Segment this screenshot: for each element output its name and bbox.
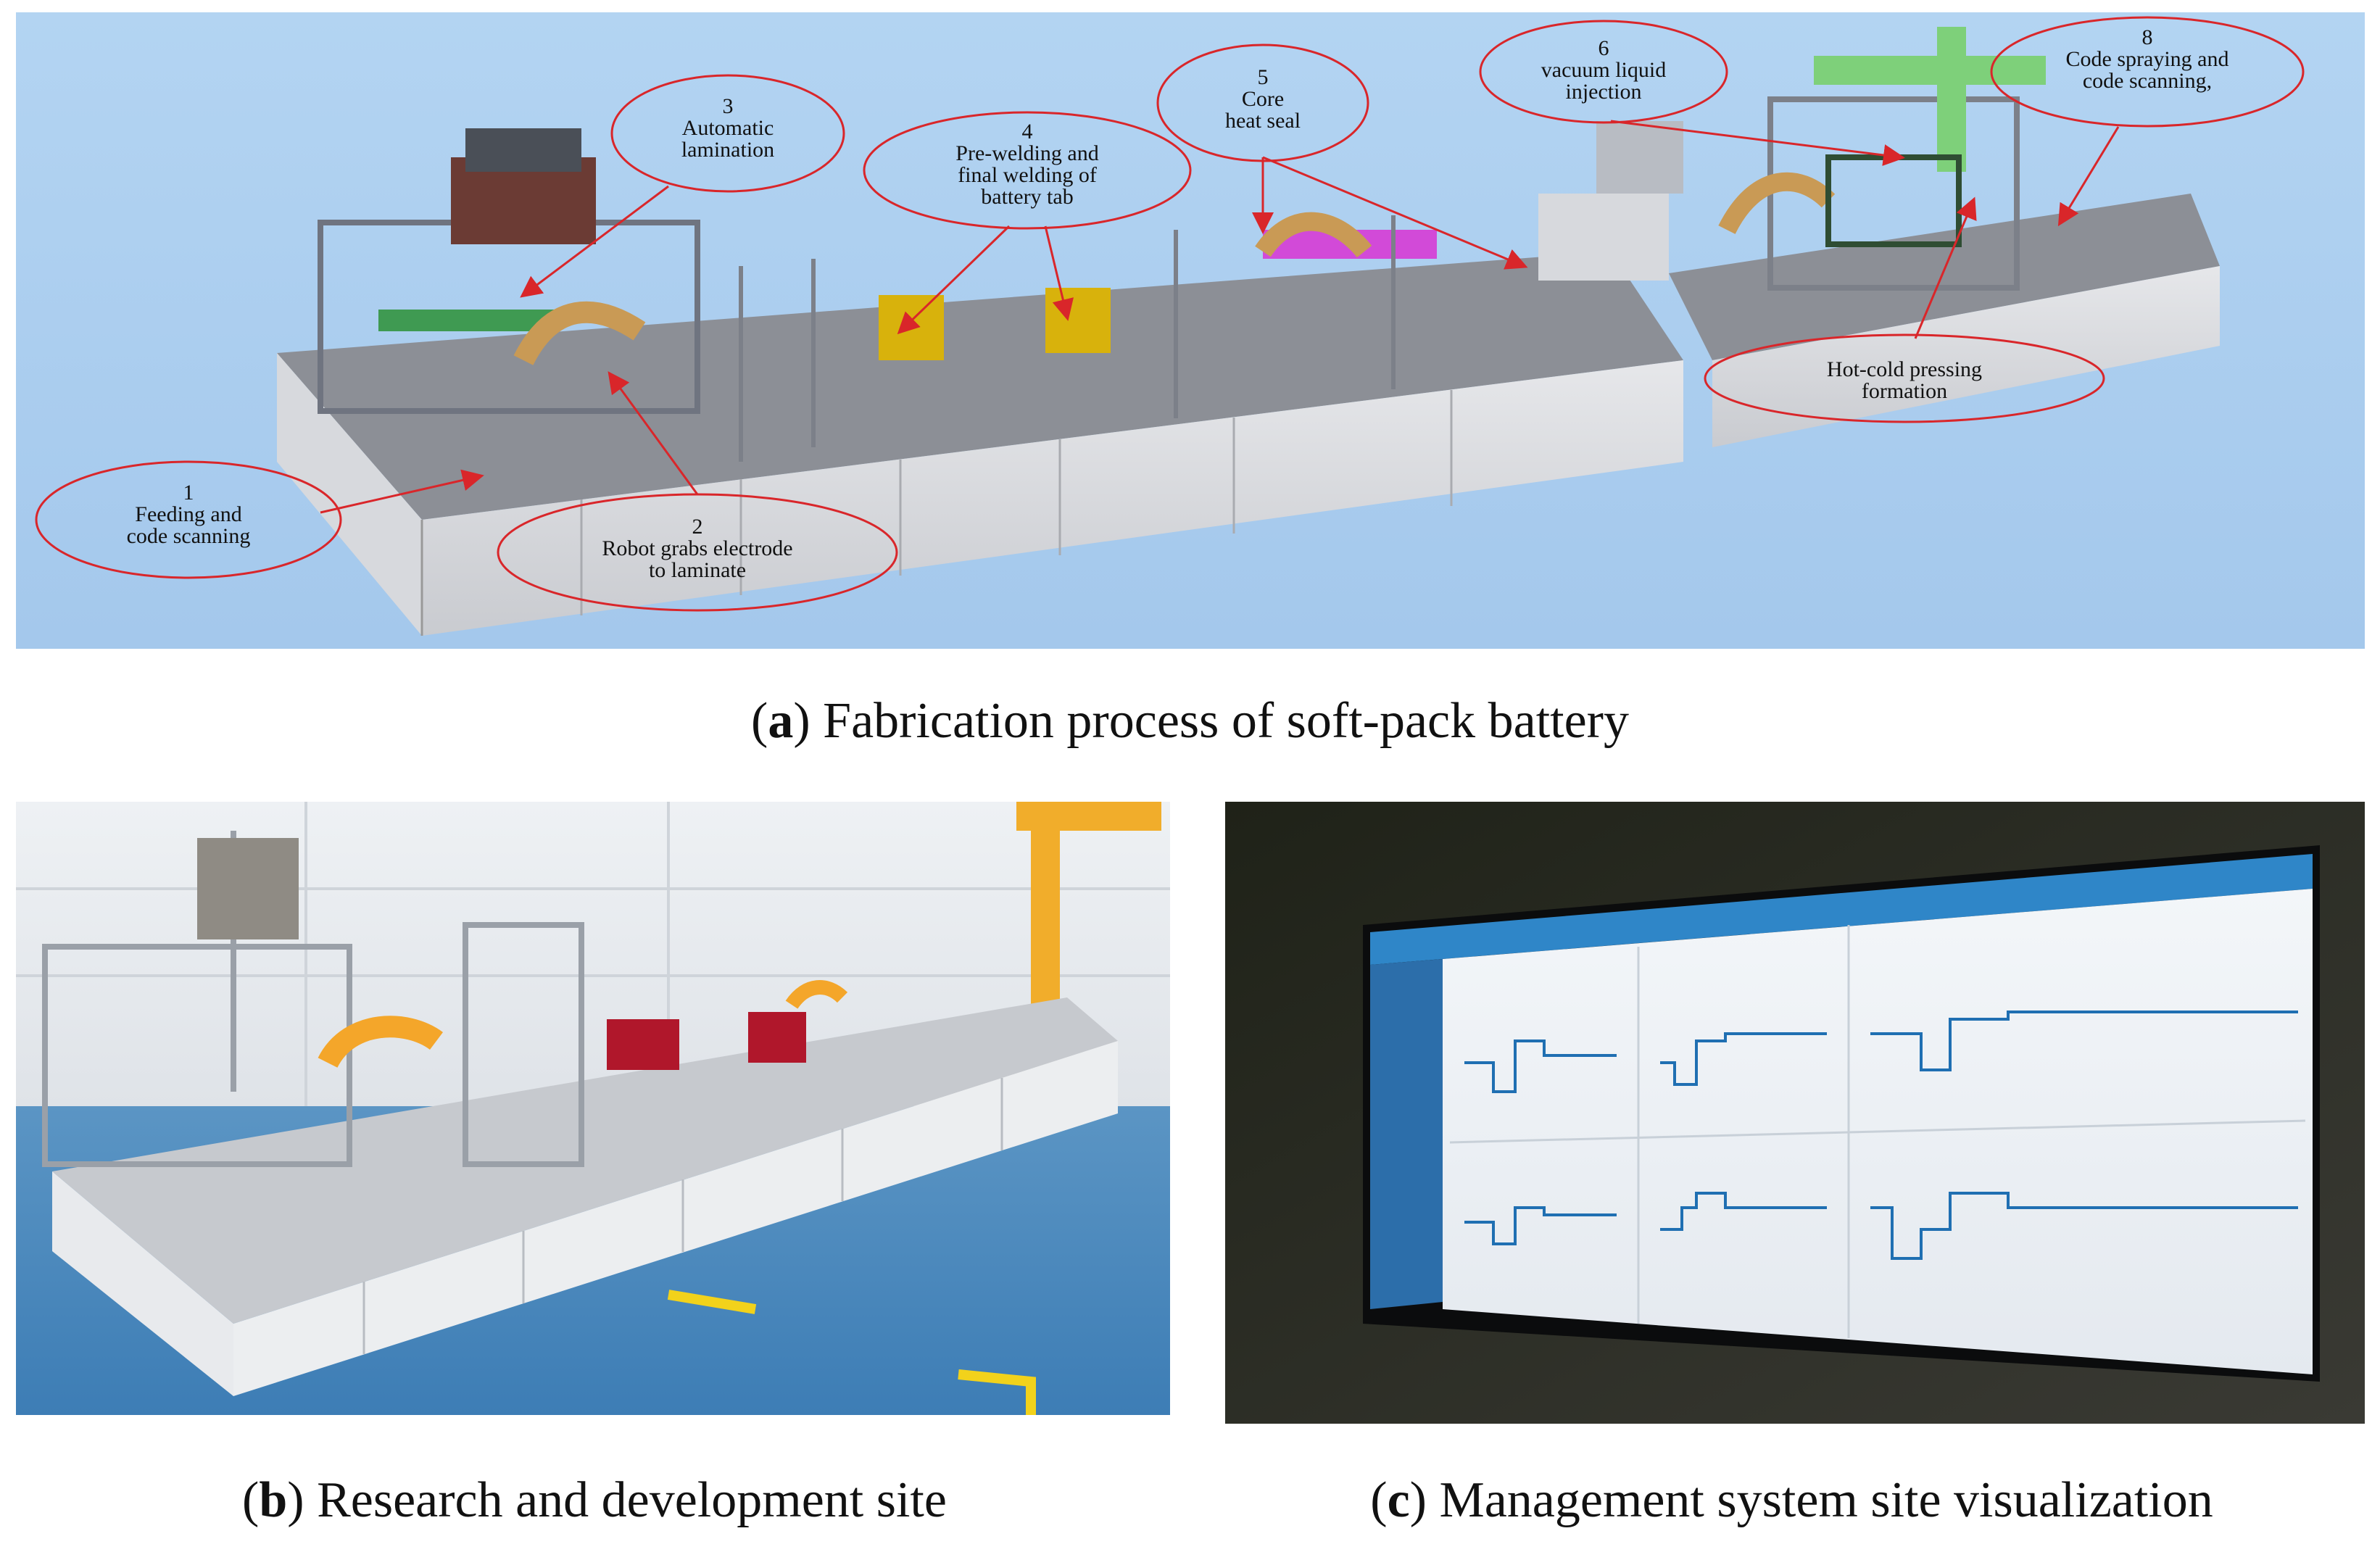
- callout-arrows: [320, 120, 2120, 514]
- caption-a: (a) Fabrication process of soft-pack bat…: [751, 693, 1629, 749]
- secondary-machine: [1538, 27, 2220, 447]
- management-screen-photo: [1225, 802, 2365, 1424]
- caption-b: (b) Research and development site: [242, 1472, 947, 1528]
- figure-b-photo: [16, 802, 1170, 1415]
- main-machine: [277, 128, 1683, 636]
- production-line-diagram: [16, 12, 2365, 649]
- figure-c-photo: [1225, 802, 2365, 1424]
- rd-site-photo: [16, 802, 1170, 1415]
- caption-c: (c) Management system site visualization: [1370, 1472, 2213, 1528]
